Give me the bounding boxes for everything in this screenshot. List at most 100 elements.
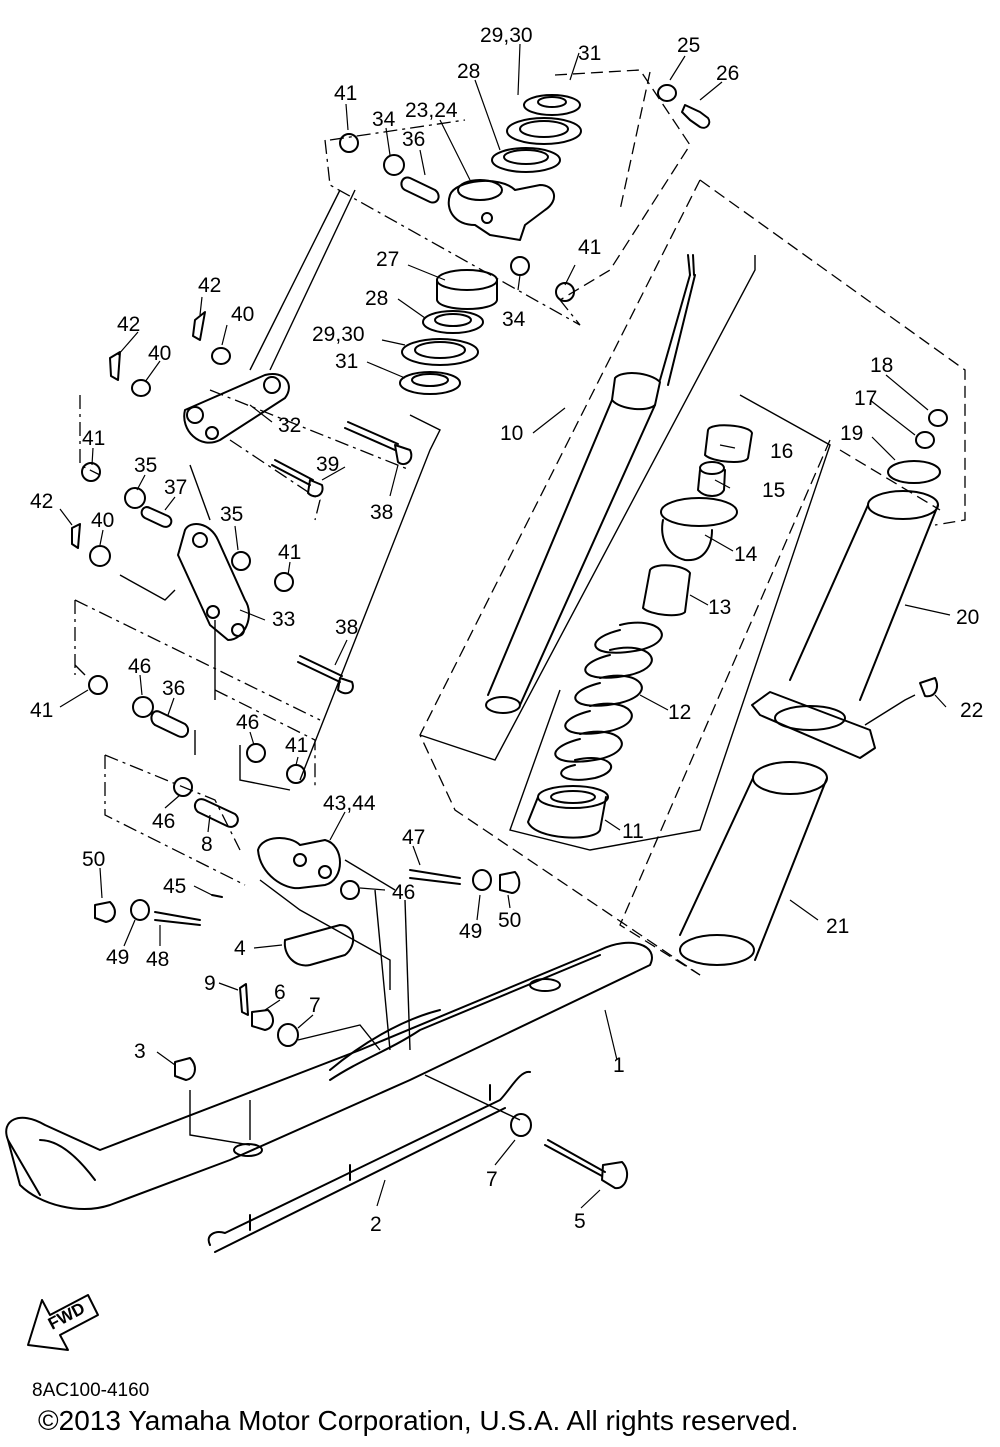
bellcrank-33 (177, 523, 250, 641)
callout-37: 37 (164, 476, 187, 499)
callout-2: 2 (370, 1213, 382, 1236)
callout-41-b: 41 (578, 236, 601, 259)
callout-26: 26 (716, 62, 739, 85)
callout-40-a: 40 (231, 303, 254, 326)
callout-1: 1 (613, 1054, 625, 1077)
callout-41-a: 41 (334, 82, 357, 105)
shock-stops-13-16 (642, 424, 753, 617)
callout-49-b: 49 (106, 946, 129, 969)
bolt-5 (544, 1139, 629, 1190)
callout-46-a: 46 (128, 655, 151, 678)
fwd-arrow-icon: FWD (27, 1294, 99, 1351)
callout-11: 11 (622, 820, 644, 843)
callout-36-b: 36 (162, 677, 185, 700)
spring-12 (554, 621, 663, 781)
callout-40-c: 40 (91, 509, 114, 532)
callout-34-a: 34 (372, 108, 396, 131)
link-plate-32 (183, 373, 290, 444)
bushing-25-bolt-26 (657, 84, 711, 129)
callout-25: 25 (677, 34, 700, 57)
callout-31-top: 31 (578, 42, 601, 65)
callout-41-e: 41 (30, 699, 53, 722)
callout-6: 6 (274, 981, 286, 1004)
callout-35-a: 35 (134, 454, 157, 477)
callout-33: 33 (272, 608, 295, 631)
callout-12: 12 (668, 701, 691, 724)
callout-46-b: 46 (236, 711, 259, 734)
callout-50-b: 50 (498, 909, 521, 932)
bushings-35-37-41 (81, 462, 306, 828)
callout-28-top: 28 (457, 60, 480, 83)
callout-42-c: 42 (30, 490, 53, 513)
bolts-38-39 (271, 421, 413, 695)
callout-15: 15 (762, 479, 785, 502)
callout-41-f: 41 (285, 734, 308, 757)
callout-7-b: 7 (486, 1168, 498, 1191)
callout-17: 17 (854, 387, 877, 410)
callout-32: 32 (278, 414, 301, 437)
callout-46-c: 46 (152, 810, 175, 833)
callout-10: 10 (500, 422, 523, 445)
callout-29-30-top: 29,30 (480, 24, 533, 47)
callout-48: 48 (146, 948, 169, 971)
callout-45: 45 (163, 875, 186, 898)
assembly-boundary-lines (74, 69, 966, 976)
callout-42-b: 42 (117, 313, 140, 336)
callout-40-b: 40 (148, 342, 171, 365)
callout-27: 27 (376, 248, 399, 271)
callout-7-a: 7 (309, 994, 321, 1017)
callout-23-24: 23,24 (405, 99, 458, 122)
bolts-47-48-nuts-49-50 (94, 869, 521, 926)
callout-47: 47 (402, 826, 425, 849)
diagram-code: 8AC100-4160 (32, 1380, 150, 1401)
callout-8: 8 (201, 833, 213, 856)
cotter-pins-42-nuts-40 (71, 311, 231, 567)
ski-saddle-43-44 (257, 837, 341, 890)
collars-34-36-41 (339, 133, 575, 302)
callout-labels: 29,30 31 25 26 28 23,24 41 34 36 41 27 2… (30, 24, 983, 1236)
callout-31-mid: 31 (335, 350, 358, 373)
callout-4: 4 (234, 937, 246, 960)
callout-35-b: 35 (220, 503, 243, 526)
callout-46-d: 46 (392, 881, 415, 904)
callout-49-a: 49 (459, 920, 482, 943)
callout-19: 19 (840, 422, 863, 445)
ski-1 (5, 941, 653, 1210)
wear-pad-4 (283, 924, 355, 967)
callout-36-a: 36 (402, 128, 425, 151)
shock-cover-20-22 (751, 409, 948, 759)
callout-13: 13 (708, 596, 731, 619)
copyright-notice: ©2013 Yamaha Motor Corporation, U.S.A. A… (38, 1405, 799, 1436)
callout-42-a: 42 (198, 274, 221, 297)
outer-sleeve-21 (679, 761, 828, 966)
steering-arm-23-24 (447, 179, 555, 241)
spring-seat-11 (527, 785, 609, 839)
callout-leaders (59, 43, 951, 1209)
pin-9-nut-6-washer-7 (174, 983, 532, 1137)
callout-43-44: 43,44 (323, 792, 376, 815)
callout-41-d: 41 (278, 541, 301, 564)
bushing-27-washers-mid (399, 269, 498, 395)
callout-9: 9 (204, 972, 216, 995)
callout-29-30-mid: 29,30 (312, 323, 365, 346)
callout-16: 16 (770, 440, 793, 463)
callout-41-c: 41 (82, 427, 105, 450)
washers-28-29-31-top (491, 94, 582, 173)
callout-20: 20 (956, 606, 979, 629)
wear-bar-2 (207, 1070, 531, 1253)
callout-3: 3 (134, 1040, 146, 1063)
fwd-label: FWD (45, 1299, 88, 1334)
callout-39: 39 (316, 453, 339, 476)
callout-21: 21 (826, 915, 849, 938)
callout-22: 22 (960, 699, 983, 722)
callout-28-mid: 28 (365, 287, 388, 310)
callout-14: 14 (734, 543, 758, 566)
callout-50-a: 50 (82, 848, 105, 871)
callout-34-b: 34 (502, 308, 526, 331)
shock-rod-10 (485, 254, 696, 714)
callout-18: 18 (870, 354, 893, 377)
callout-38-a: 38 (370, 501, 393, 524)
callout-38-b: 38 (335, 616, 358, 639)
callout-5: 5 (574, 1210, 586, 1233)
